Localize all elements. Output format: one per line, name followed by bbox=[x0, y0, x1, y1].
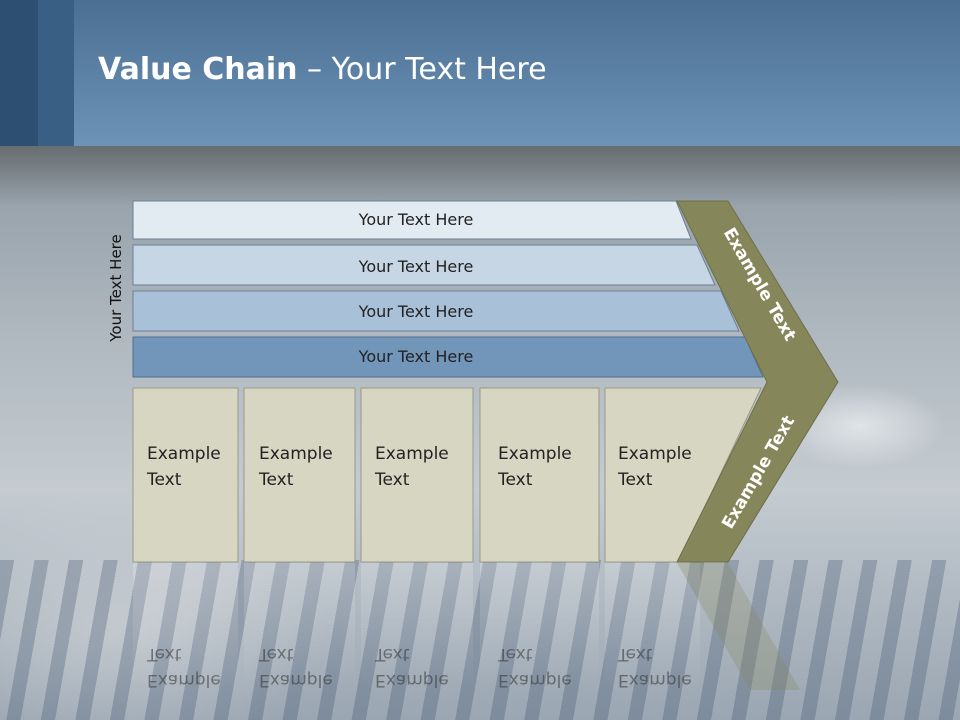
cell-4-line2: Text bbox=[497, 470, 533, 490]
bar-3-label: Your Text Here bbox=[358, 302, 474, 321]
cell-5-line2: Text bbox=[617, 470, 653, 490]
slide-title: Value Chain – Your Text Here bbox=[98, 52, 547, 87]
cell-4-line1: Example bbox=[498, 444, 572, 464]
reflection-cell-5-line2: Text bbox=[617, 644, 653, 664]
cell-3 bbox=[360, 387, 474, 563]
header-stripe-dark bbox=[0, 0, 38, 146]
bar-2-label: Your Text Here bbox=[358, 257, 474, 276]
header-stripe-mid bbox=[38, 0, 74, 146]
reflection-cell-3-line2: Text bbox=[374, 644, 410, 664]
cell-5-line1: Example bbox=[618, 444, 692, 464]
side-label: Your Text Here bbox=[107, 234, 125, 342]
bar-1 bbox=[132, 200, 692, 240]
reflection-cell-3-line1: Example bbox=[375, 670, 449, 690]
cell-3-line2: Text bbox=[374, 470, 410, 490]
reflection-cell-2 bbox=[244, 563, 355, 688]
background-ceiling-shade bbox=[0, 146, 960, 206]
bar-2 bbox=[132, 244, 716, 286]
cell-2 bbox=[243, 387, 356, 563]
header-banner: Value Chain – Your Text Here bbox=[0, 0, 960, 146]
reflection-cell-1 bbox=[133, 563, 238, 688]
bar-1-label: Your Text Here bbox=[358, 210, 474, 229]
reflection-cell-4 bbox=[480, 563, 599, 688]
reflection-cell-5-line1: Example bbox=[618, 670, 692, 690]
reflection-cell-3 bbox=[361, 563, 473, 688]
cell-2-line1: Example bbox=[259, 444, 333, 464]
margin-arrow-shape bbox=[676, 200, 839, 563]
support-activity-bars: Your Text Here Your Text Here Your Text … bbox=[132, 200, 764, 378]
bar-3 bbox=[132, 290, 740, 332]
reflection-arrow bbox=[677, 563, 800, 690]
cell-1-line1: Example bbox=[147, 444, 221, 464]
cell-1-line2: Text bbox=[146, 470, 182, 490]
cell-2-line2: Text bbox=[258, 470, 294, 490]
bar-4-label: Your Text Here bbox=[358, 347, 474, 366]
cell-1 bbox=[132, 387, 239, 563]
primary-activity-cells: Example Text Example Text Example Text E… bbox=[132, 387, 762, 563]
reflection-cell-4-line2: Text bbox=[497, 644, 533, 664]
reflection-cell-4-line1: Example bbox=[498, 670, 572, 690]
reflection-cell-2-line1: Example bbox=[259, 670, 333, 690]
cell-3-line1: Example bbox=[375, 444, 449, 464]
cell-4 bbox=[479, 387, 600, 563]
reflection-cell-1-line1: Example bbox=[147, 670, 221, 690]
reflection-cell-1-line2: Text bbox=[146, 644, 182, 664]
title-bold: Value Chain bbox=[98, 52, 298, 87]
reflection-cell-2-line2: Text bbox=[258, 644, 294, 664]
title-rest: – Your Text Here bbox=[297, 52, 547, 87]
reflection: Example Text Example Text Example Text E… bbox=[133, 563, 800, 690]
bar-4 bbox=[132, 336, 764, 378]
reflection-cell-5 bbox=[605, 563, 700, 688]
